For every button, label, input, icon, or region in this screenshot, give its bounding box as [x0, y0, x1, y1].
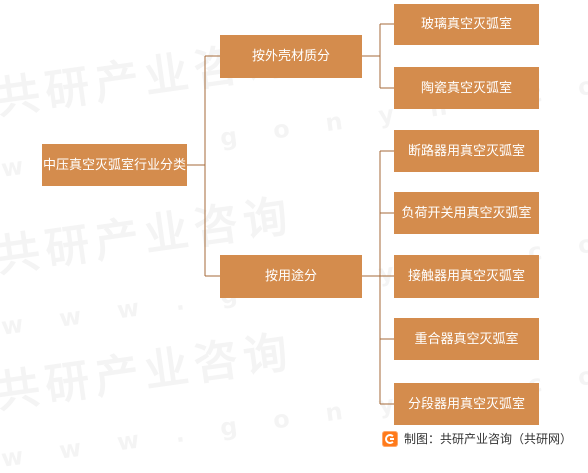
connector-lines	[187, 23, 394, 405]
root-node: 中压真空灭弧室行业分类	[42, 144, 187, 186]
leaf-node-recloser: 重合器真空灭弧室	[394, 318, 539, 360]
footer-text: 制图：共研产业咨询（共研网）	[403, 432, 572, 446]
group-node-material: 按外壳材质分	[220, 35, 362, 78]
group-node-usage: 按用途分	[220, 255, 362, 298]
leaf-node-load-switch: 负荷开关用真空灭弧室	[394, 192, 539, 234]
leaf-node-ceramic: 陶瓷真空灭弧室	[394, 67, 539, 109]
logo-icon	[381, 430, 398, 447]
footer-credit: 制图：共研产业咨询（共研网）	[381, 430, 572, 447]
leaf-node-sectionalizer: 分段器用真空灭弧室	[394, 383, 539, 425]
diagram-canvas: 共研产业咨询 w w w . g o n y n . c o m 共研产业咨询 …	[0, 4, 588, 473]
leaf-node-glass: 玻璃真空灭弧室	[394, 4, 539, 45]
leaf-node-breaker: 断路器用真空灭弧室	[394, 130, 539, 172]
leaf-node-contactor: 接触器用真空灭弧室	[394, 255, 539, 298]
